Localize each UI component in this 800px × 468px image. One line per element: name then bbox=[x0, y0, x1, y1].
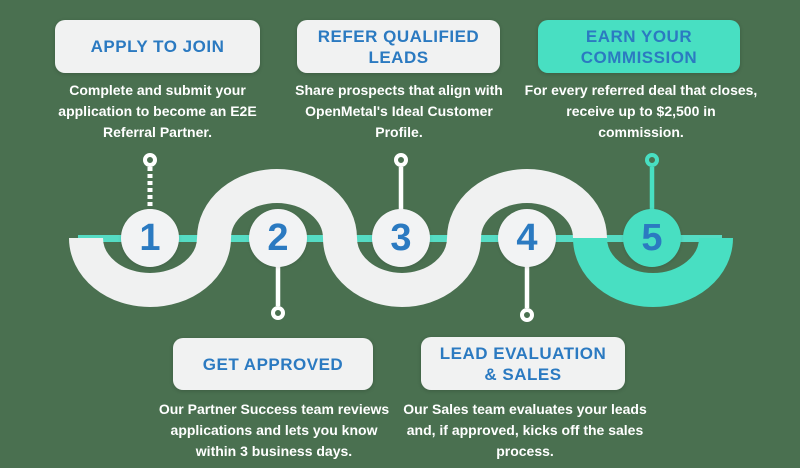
step-2-number: 2 bbox=[267, 217, 289, 259]
step-1-description: Complete and submit your application to … bbox=[58, 82, 257, 140]
step-4-ring-icon bbox=[520, 308, 534, 322]
step-5-circle: 5 bbox=[623, 209, 681, 267]
step-4-title-box: LEAD EVALUATION & SALES bbox=[421, 337, 625, 390]
step-1-circle: 1 bbox=[121, 209, 179, 267]
step-5-description: For every referred deal that closes, rec… bbox=[524, 82, 758, 140]
step-1-title-box: APPLY TO JOIN bbox=[55, 20, 260, 73]
step-1-ring-icon bbox=[143, 153, 157, 167]
step-4-title: LEAD EVALUATION & SALES bbox=[439, 343, 607, 384]
step-5-title-box: EARN YOUR COMMISSION bbox=[538, 20, 740, 73]
step-3-title: REFER QUALIFIED LEADS bbox=[317, 26, 480, 67]
step-2-ring-icon bbox=[271, 306, 285, 320]
step-2-title-box: GET APPROVED bbox=[173, 338, 373, 390]
step-2-circle: 2 bbox=[249, 209, 307, 267]
step-3-title-box: REFER QUALIFIED LEADS bbox=[297, 20, 500, 73]
wave-path-teal bbox=[573, 237, 733, 307]
step-4-number: 4 bbox=[516, 217, 538, 259]
step-4-circle: 4 bbox=[498, 209, 556, 267]
step-3-description: Share prospects that align with OpenMeta… bbox=[295, 82, 503, 140]
step-3-ring-icon bbox=[394, 153, 408, 167]
step-5-ring-icon bbox=[645, 153, 659, 167]
step-5-number: 5 bbox=[641, 217, 663, 259]
step-4-description: Our Sales team evaluates your leads and,… bbox=[403, 401, 647, 459]
step-2-description: Our Partner Success team reviews applica… bbox=[158, 401, 390, 459]
step-1-title: APPLY TO JOIN bbox=[90, 37, 225, 56]
step-3-number: 3 bbox=[390, 217, 412, 259]
wave-path-gray bbox=[69, 169, 607, 307]
step-5-title: EARN YOUR COMMISSION bbox=[580, 26, 698, 67]
step-3-circle: 3 bbox=[372, 209, 430, 267]
step-2-title: GET APPROVED bbox=[202, 354, 344, 374]
step-1-number: 1 bbox=[139, 217, 161, 259]
